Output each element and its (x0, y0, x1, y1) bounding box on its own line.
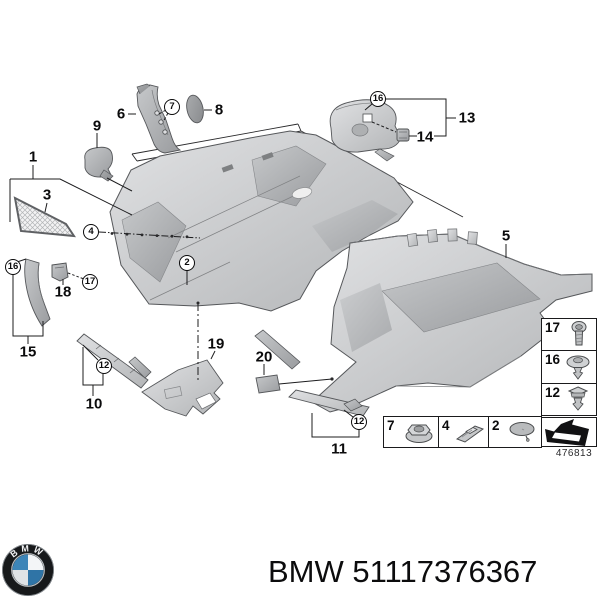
callout-1: 1 (28, 148, 38, 166)
part-number-title: BMW 51117376367 (268, 554, 538, 589)
callout-5: 5 (501, 227, 511, 245)
direction-arrow-icon (545, 419, 589, 446)
callout-9: 9 (92, 117, 102, 135)
legend-box-rivet: 16 (541, 350, 597, 384)
callout-12: 12 (96, 358, 112, 374)
part-insulation-pad (255, 374, 281, 394)
part-b-pillar-trim-upper (136, 83, 182, 154)
screw-icon (571, 321, 587, 346)
plug-disc-icon (509, 422, 535, 442)
callout-10: 10 (85, 395, 103, 413)
callout-11: 11 (331, 440, 347, 458)
part-sill-strip-rear (288, 389, 370, 417)
callout-14: 14 (416, 128, 434, 146)
callout-19: 19 (207, 335, 225, 353)
part-insulation-panel (141, 359, 224, 417)
callout-12: 12 (351, 414, 367, 430)
legend-label: 4 (442, 418, 450, 433)
part-rear-floor-covering (311, 228, 593, 413)
callout-18: 18 (54, 283, 72, 301)
part-floor-mat-net (13, 196, 76, 238)
fastener-position-dots (110, 232, 334, 381)
part-clip-18 (51, 262, 69, 282)
flat-clip-icon (455, 425, 485, 443)
figure-number: 476813 (555, 448, 593, 459)
legend-box-nut: 7 (383, 416, 439, 448)
callout-16: 16 (370, 91, 386, 107)
legend-box-plug: 2 (488, 416, 542, 448)
plastic-nut-icon (405, 424, 433, 443)
legend-box-clip: 12 (541, 383, 597, 416)
part-center-bracket (254, 329, 301, 370)
callout-4: 4 (83, 224, 99, 240)
bmw-logo: BMW (2, 543, 54, 596)
part-kick-panel (84, 146, 114, 182)
legend-label: 7 (387, 418, 395, 433)
leader-lines (9, 98, 507, 438)
callout-13: 13 (458, 109, 476, 127)
expanding-clip-icon (567, 386, 589, 411)
part-clip-14 (396, 128, 410, 142)
callout-8: 8 (214, 101, 224, 119)
legend-box-flat-clip: 4 (438, 416, 489, 448)
callout-7: 7 (164, 99, 180, 115)
legend-label: 12 (545, 385, 561, 400)
legend-box-screw: 17 (541, 318, 597, 351)
part-sill-strip-small (128, 356, 152, 379)
legend-label: 17 (545, 320, 561, 335)
callout-20: 20 (255, 348, 273, 366)
part-a-pillar-trim (24, 258, 51, 327)
part-foam-pad (186, 94, 204, 124)
legend-label: 16 (545, 352, 561, 367)
expansion-rivet-icon (566, 355, 590, 380)
callout-2: 2 (179, 255, 195, 271)
part-sill-strip-front (76, 333, 149, 389)
callout-16: 16 (5, 259, 21, 275)
callout-15: 15 (19, 343, 37, 361)
callout-17: 17 (82, 274, 98, 290)
roundel-quadrants (12, 554, 44, 586)
callout-6: 6 (116, 105, 126, 123)
callout-3: 3 (42, 186, 52, 204)
legend-label: 2 (492, 418, 500, 433)
legend-box-direction (541, 417, 597, 447)
part-b-pillar-trim-lower (329, 99, 402, 162)
